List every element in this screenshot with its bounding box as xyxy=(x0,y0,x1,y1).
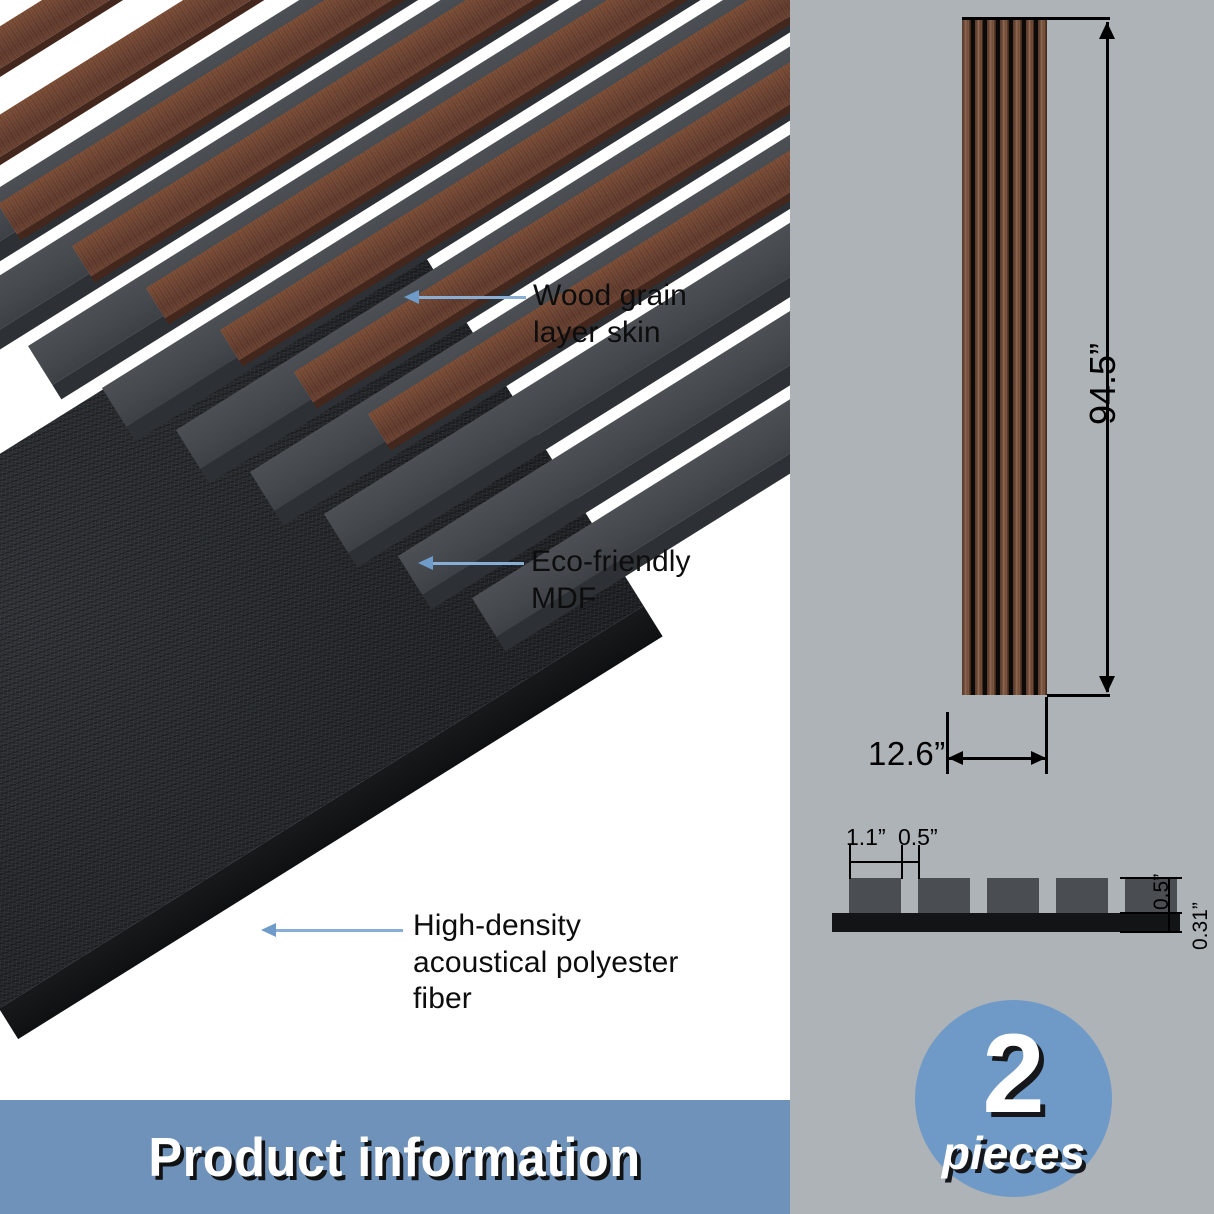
xs-witness-depth-bot xyxy=(1120,931,1182,933)
witness-line-right xyxy=(1045,697,1048,774)
cross-section-base xyxy=(832,913,1180,932)
leader-line-fiber xyxy=(275,929,403,932)
leader-arrow-fiber xyxy=(261,923,276,937)
dimension-label-width: 12.6” xyxy=(868,735,946,772)
board-slat xyxy=(1012,18,1022,695)
board-slat xyxy=(1000,18,1009,695)
product-information-banner: Product information xyxy=(0,1100,790,1214)
cross-section-rib xyxy=(918,878,970,913)
cross-section-rib xyxy=(1056,878,1108,913)
callout-wood-grain: Wood grain layer skin xyxy=(533,279,687,349)
board-groove xyxy=(1034,18,1039,695)
witness-line-bottom xyxy=(1047,694,1110,697)
xs-dim-line-depth xyxy=(1168,878,1170,912)
board-groove xyxy=(1008,18,1013,695)
callout-fiber: High-density acoustical polyester fiber xyxy=(413,909,679,1016)
xs-dim-line-slat xyxy=(850,861,901,863)
exploded-view-panel: Wood grain layer skin Eco-friendly MDF H… xyxy=(0,0,790,1040)
dimension-line-width xyxy=(948,757,1046,760)
dimension-arrow-width-left xyxy=(948,751,963,765)
quantity-number: 2 xyxy=(982,1011,1045,1137)
dimension-arrow-height-bottom xyxy=(1099,676,1115,693)
dimension-label-slat-width: 1.1” xyxy=(846,824,886,850)
cross-section-rib xyxy=(849,878,901,913)
dimension-label-height: 94.5” xyxy=(1082,342,1123,425)
xs-dim-line-thickness xyxy=(1168,913,1170,931)
dimension-label-base-thickness: 0.31” xyxy=(1189,902,1212,950)
witness-line-top xyxy=(962,17,1110,20)
dimension-arrow-width-right xyxy=(1031,751,1046,765)
dimension-label-slat-depth: 0.5” xyxy=(1150,873,1173,910)
slat-board-elevation xyxy=(962,18,1048,695)
cross-section-rib xyxy=(987,878,1039,913)
board-slat xyxy=(962,18,971,695)
leader-line-mdf xyxy=(432,562,524,565)
banner-title: Product information xyxy=(148,1126,642,1188)
board-slat xyxy=(974,18,984,695)
xs-witness-c xyxy=(918,845,920,879)
dimension-label-gap-width: 0.5” xyxy=(898,824,938,850)
board-groove xyxy=(996,18,1001,695)
leader-line-wood-grain xyxy=(418,296,526,299)
board-groove xyxy=(1021,18,1026,695)
xs-witness-depth-top xyxy=(1120,877,1182,879)
board-groove xyxy=(983,18,988,695)
quantity-badge: 2 pieces xyxy=(915,1000,1112,1197)
leader-arrow-mdf xyxy=(418,556,433,570)
dimension-arrow-height-top xyxy=(1099,22,1115,39)
board-slat xyxy=(987,18,997,695)
dimension-line-height xyxy=(1106,22,1109,692)
callout-mdf: Eco-friendly MDF xyxy=(531,545,691,615)
quantity-unit: pieces xyxy=(941,1126,1086,1179)
board-slat xyxy=(1038,18,1048,695)
witness-line-left xyxy=(946,712,949,774)
board-slat xyxy=(1025,18,1035,695)
cross-section-drawing xyxy=(832,870,1180,932)
xs-dim-line-gap xyxy=(902,861,918,863)
board-groove xyxy=(970,18,975,695)
xs-witness-depth-mid xyxy=(1120,912,1182,914)
dimension-panel: 94.5” 12.6” 1.1” 0.5” 0.5” 0. xyxy=(790,0,1214,1214)
leader-arrow-wood-grain xyxy=(404,290,419,304)
